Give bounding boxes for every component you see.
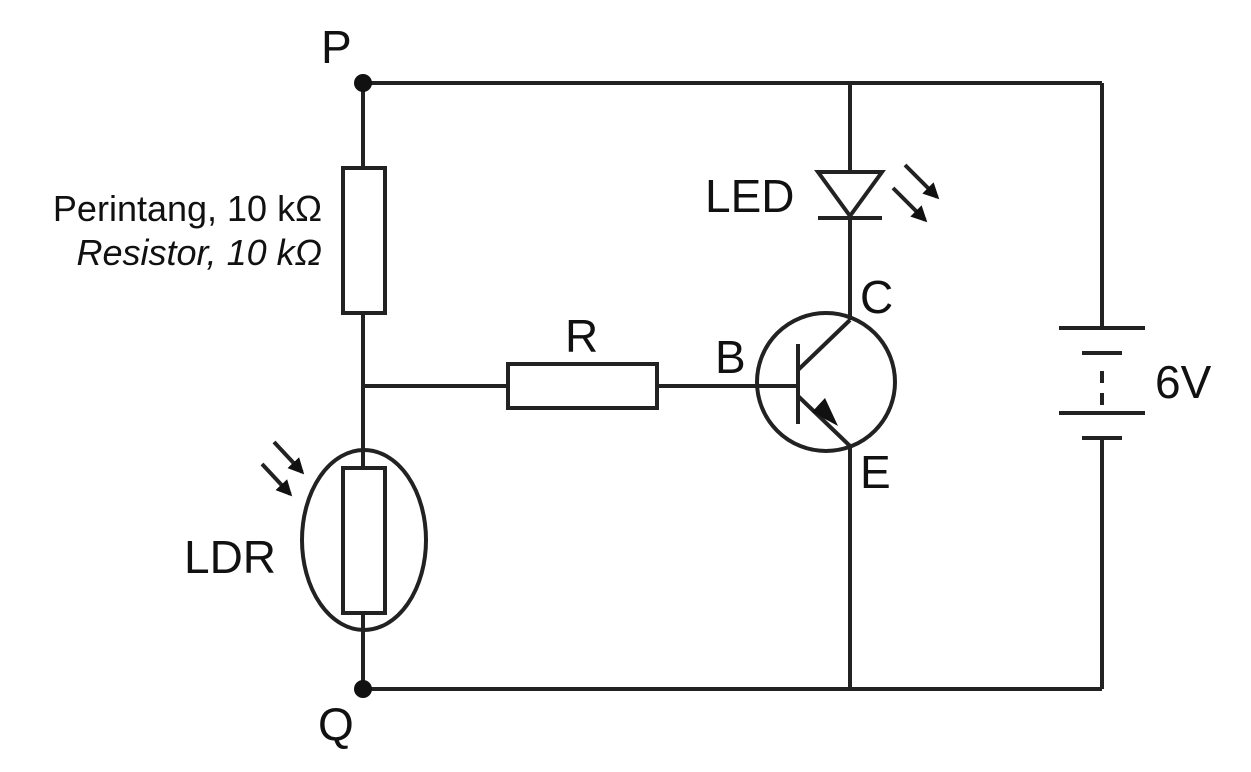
led-light-arrows-icon [891,163,940,223]
resistor-10k-label-malay: Perintang, 10 kΩ [53,188,322,229]
npn-transistor-icon [755,311,897,453]
resistor-10k-label-english: Resistor, 10 kΩ [77,232,322,273]
led-icon [814,170,886,220]
node-q-label: Q [318,698,354,750]
node-p-label: P [321,21,352,73]
transistor-emitter-label: E [860,446,891,498]
ldr-light-arrows-icon [260,440,305,497]
transistor-collector-label: C [860,271,893,323]
led-label: LED [705,170,794,222]
battery-icon [1059,326,1145,440]
resistor-r-icon [506,362,659,410]
resistor-r-label: R [565,310,598,362]
node-p-dot [354,74,372,92]
node-q-dot [354,680,372,698]
resistor-10k-icon [341,166,387,315]
ldr-icon [300,448,428,632]
ldr-label: LDR [184,531,276,583]
battery-voltage-label: 6V [1155,356,1212,408]
transistor-base-label: B [715,331,746,383]
wiring [361,81,1104,691]
